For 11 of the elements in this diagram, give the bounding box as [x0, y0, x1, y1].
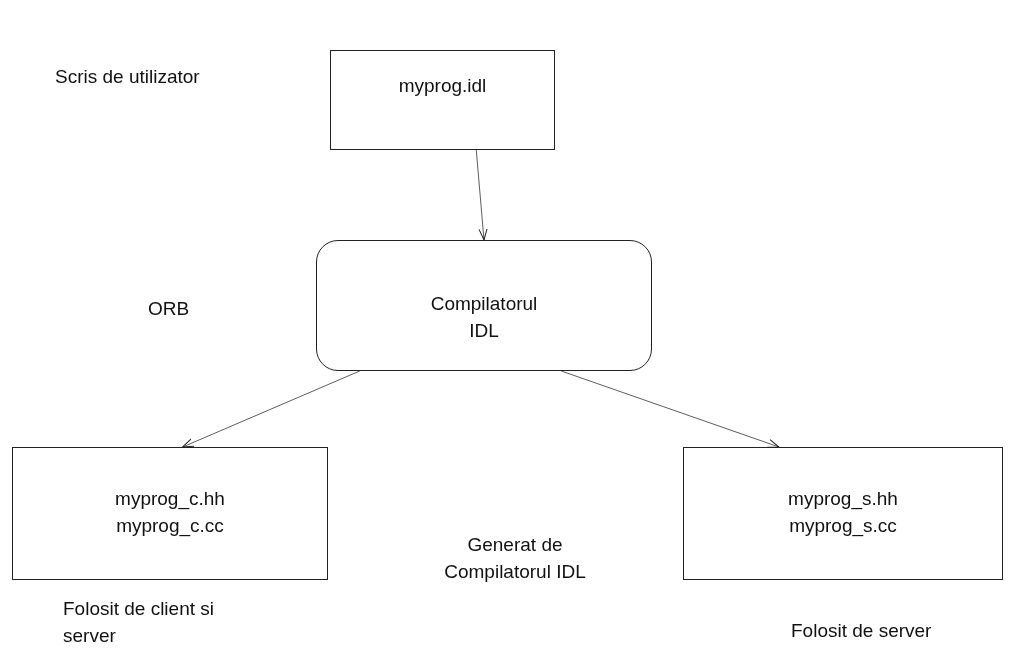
- process-box: [316, 240, 652, 371]
- note-text: ORB: [148, 297, 191, 321]
- note-text: Generat de Compilatorul IDL: [443, 533, 587, 584]
- node-caption: Folosit de client si server: [63, 597, 215, 648]
- node-text: myprog.idl: [397, 74, 488, 98]
- node-text: Compilatorul IDL: [429, 292, 539, 343]
- file-box: [330, 50, 555, 150]
- node-text: myprog_c.hh myprog_c.cc: [114, 487, 226, 539]
- node-text: myprog_s.hh myprog_s.cc: [787, 487, 899, 539]
- node-caption: Folosit de server: [791, 619, 933, 643]
- note-text: Scris de utilizator: [55, 65, 201, 89]
